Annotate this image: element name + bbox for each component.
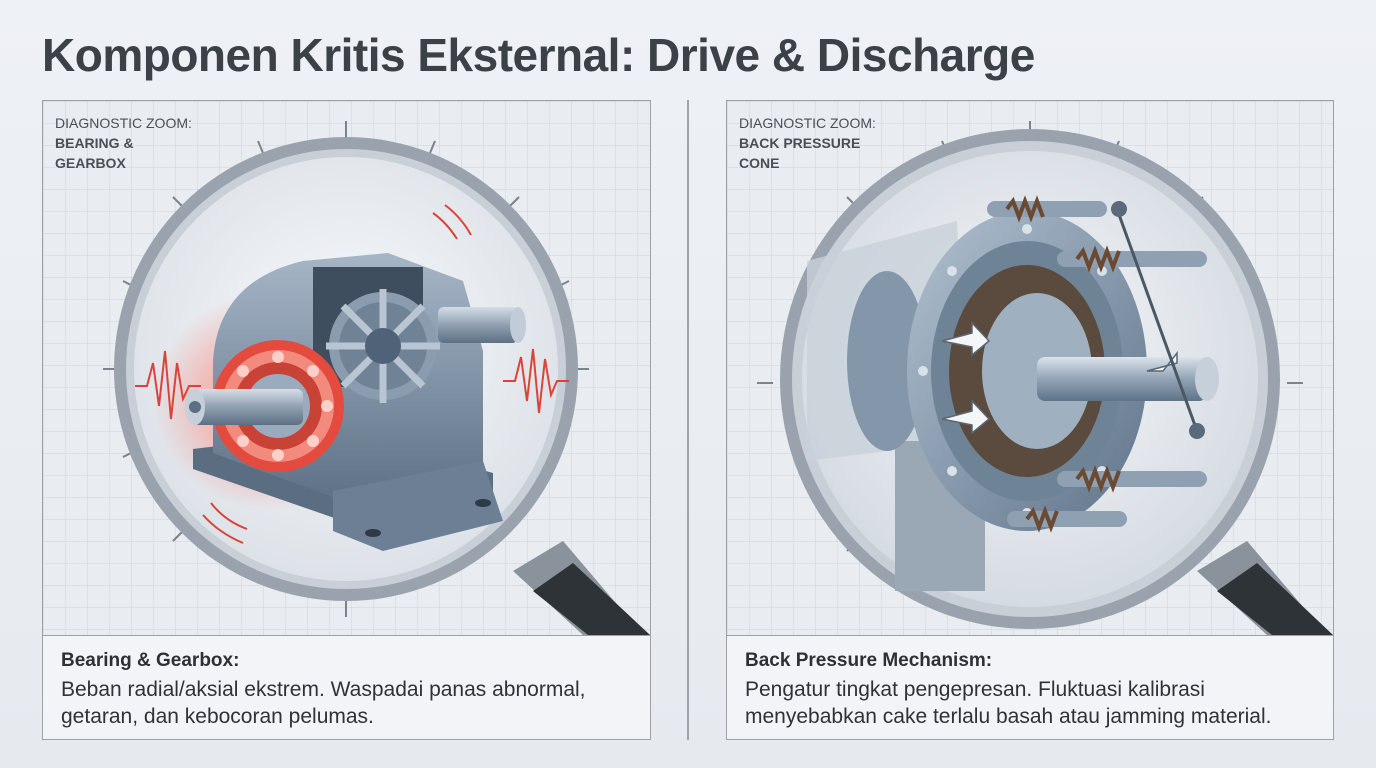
zoom-label-prefix: DIAGNOSTIC ZOOM: <box>55 115 192 131</box>
page-title: Komponen Kritis Eksternal: Drive & Disch… <box>42 29 1035 81</box>
vibration-wave-icon <box>135 204 569 544</box>
caption-text: Beban radial/aksial ekstrem. Waspadai pa… <box>61 678 586 728</box>
zoom-subject-line1: BACK PRESSURE <box>739 135 861 151</box>
caption-title: Back Pressure Mechanism: <box>745 650 993 671</box>
caption-title: Bearing & Gearbox: <box>61 650 240 671</box>
gear-icon <box>326 289 440 403</box>
caption-box: Bearing & Gearbox: Beban radial/aksial e… <box>43 635 650 739</box>
back-pressure-cone-illustration <box>727 101 1333 635</box>
spring-rods <box>987 195 1207 533</box>
zoom-subject-line2: CONE <box>739 155 780 171</box>
back-pressure-cone <box>907 211 1219 531</box>
gearbox-base <box>333 461 503 551</box>
panel-divider <box>687 100 689 740</box>
zoom-subject-line2: GEARBOX <box>55 155 126 171</box>
zoom-subject-line1: BEARING & <box>55 135 134 151</box>
panel-bearing-gearbox: DIAGNOSTIC ZOOM: BEARING & GEARBOX Beari… <box>42 100 651 740</box>
zoom-label-prefix: DIAGNOSTIC ZOOM: <box>739 115 876 131</box>
caption-box: Back Pressure Mechanism: Pengatur tingka… <box>727 635 1333 739</box>
dial-ticks <box>103 121 589 617</box>
zoom-label: DIAGNOSTIC ZOOM: BEARING & GEARBOX <box>55 113 192 173</box>
spring-icon <box>1005 195 1121 533</box>
gearbox-bearing-illustration <box>43 101 650 635</box>
magnifier-handle <box>513 541 650 635</box>
bearing-icon <box>185 340 344 472</box>
magnifier-handle <box>1197 541 1333 635</box>
zoom-label: DIAGNOSTIC ZOOM: BACK PRESSURE CONE <box>739 113 876 173</box>
caption-text: Pengatur tingkat pengepresan. Fluktuasi … <box>745 678 1272 728</box>
pressure-arrow-icon <box>941 321 1178 435</box>
panel-back-pressure: DIAGNOSTIC ZOOM: BACK PRESSURE CONE Back… <box>726 100 1334 740</box>
